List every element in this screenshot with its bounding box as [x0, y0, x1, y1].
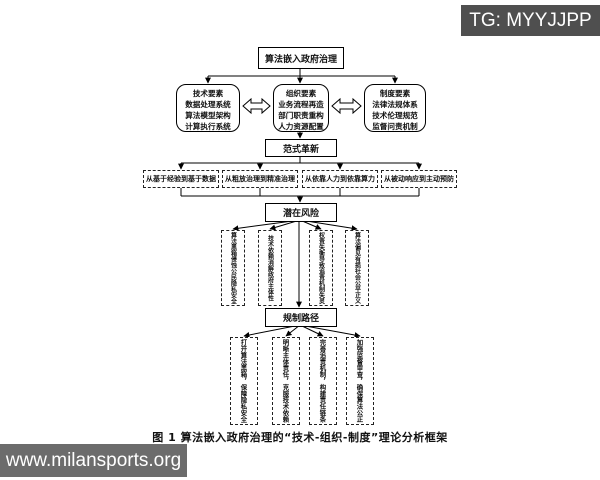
- paradigm-item-box: 从基于经验到基于数据: [143, 170, 219, 188]
- tech-line: 数据处理系统: [185, 100, 231, 109]
- watermark-top-right: TG: MYYJJPP: [461, 5, 600, 36]
- double-arrow-icon: [331, 97, 362, 115]
- org-line: 部门职责重构: [278, 111, 324, 120]
- tech-line: 算法模型架构: [185, 111, 231, 120]
- institution-element-box: 制度要素 法律法规体系 技术伦理规范 监督问责机制: [364, 84, 426, 132]
- paradigm-item-box: 从被动响应到主动预防: [381, 170, 457, 188]
- org-line: 业务流程再造: [278, 100, 324, 109]
- risk-item-box: 权责失衡导致追责机制失灵: [309, 230, 333, 306]
- risk-item-text: 权责失衡导致追责机制失灵: [317, 232, 325, 304]
- paradigm-item-box: 从粗放治理到精准治理: [222, 170, 298, 188]
- tech-element-box: 技术要素 数据处理系统 算法模型架构 计算执行系统: [176, 84, 240, 132]
- risk-item-box: 技术依赖消解政府主体性: [258, 230, 282, 306]
- risk-item-box: 算法偏见有损社会公平正义: [345, 230, 369, 306]
- org-line: 人力资源配置: [278, 122, 324, 131]
- risk-item-text: 技术依赖消解政府主体性: [266, 235, 274, 301]
- risk-item-box: 算法黑箱侵蚀公民隐私安全: [221, 230, 245, 306]
- risk-item-text: 算法黑箱侵蚀公民隐私安全: [229, 232, 237, 304]
- path-item-box: 完善追责机制，构建责任链条: [309, 337, 337, 425]
- path-item-text: 打开算法黑箱，保障隐私安全: [239, 339, 248, 423]
- institution-title: 制度要素: [379, 89, 411, 98]
- institution-line: 监督问责机制: [372, 122, 418, 131]
- figure-caption: 图 1 算法嵌入政府治理的“技术-组织-制度”理论分析框架: [152, 431, 448, 444]
- org-element-box: 组织要素 业务流程再造 部门职责重构 人力资源配置: [273, 84, 329, 132]
- risk-item-text: 算法偏见有损社会公平正义: [353, 232, 361, 304]
- tech-line: 计算执行系统: [185, 122, 231, 131]
- institution-line: 技术伦理规范: [372, 111, 418, 120]
- path-item-text: 加强监督审查，确保算法公正: [355, 339, 364, 423]
- path-item-text: 完善追责机制，构建责任链条: [318, 339, 327, 423]
- double-arrow-icon: [242, 97, 271, 115]
- path-item-box: 明晰主体责任，克服技术依赖: [272, 337, 300, 425]
- path-item-text: 明晰主体责任，克服技术依赖: [281, 339, 290, 423]
- root-box: 算法嵌入政府治理: [258, 47, 344, 69]
- risk-title-box: 潜在风险: [265, 203, 337, 222]
- path-title-box: 规制路径: [265, 308, 337, 327]
- institution-line: 法律法规体系: [372, 100, 418, 109]
- paradigm-title-box: 范式革新: [265, 139, 337, 157]
- path-item-box: 加强监督审查，确保算法公正: [346, 337, 374, 425]
- paradigm-item-box: 从依靠人力到依靠算力: [302, 170, 378, 188]
- path-item-box: 打开算法黑箱，保障隐私安全: [230, 337, 258, 425]
- watermark-bottom-left: www.milansports.org: [0, 444, 187, 477]
- tech-title: 技术要素: [192, 89, 224, 98]
- org-title: 组织要素: [285, 89, 317, 98]
